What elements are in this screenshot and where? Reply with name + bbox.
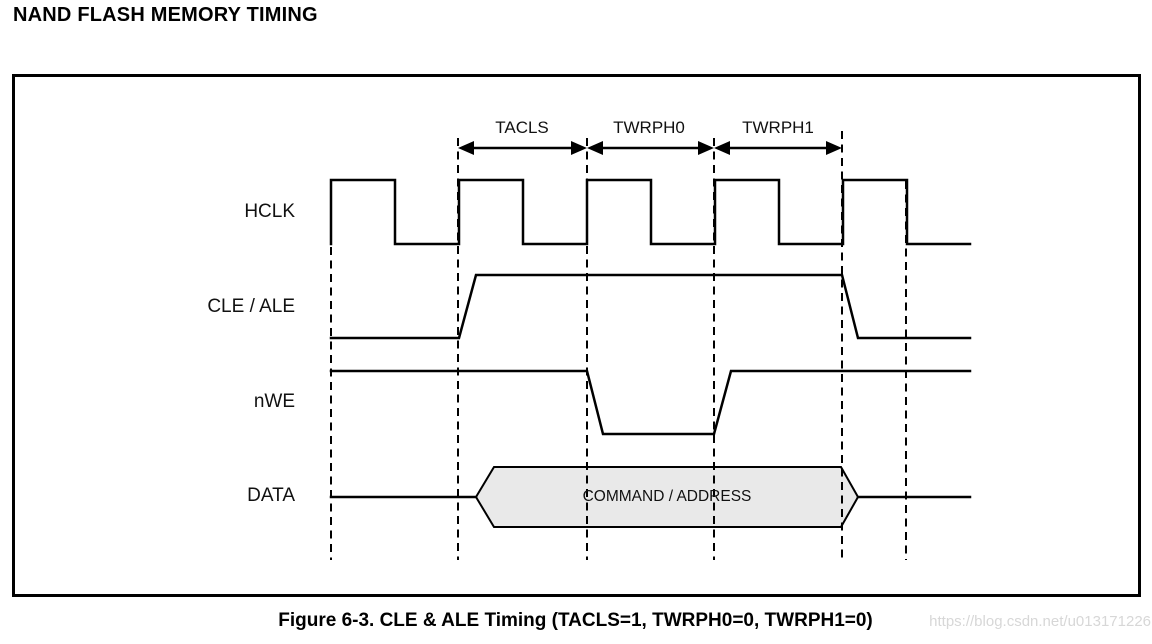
signal-trace-cle_ale xyxy=(329,273,972,340)
signal-label-hclk: HCLK xyxy=(244,201,295,222)
timing-label-twrph1: TWRPH1 xyxy=(742,118,814,137)
page-title: NAND FLASH MEMORY TIMING xyxy=(13,4,318,26)
arrowhead-left-icon xyxy=(714,141,730,155)
signal-trace-hclk xyxy=(329,178,972,246)
arrowhead-left-icon xyxy=(458,141,474,155)
signal-label-cle-ale: CLE / ALE xyxy=(207,296,295,317)
signal-label-nwe: nWE xyxy=(253,391,295,412)
timing-label-tacls: TACLS xyxy=(495,118,549,137)
arrowhead-right-icon xyxy=(826,141,842,155)
watermark-url: https://blog.csdn.net/u013171226 xyxy=(929,613,1151,630)
arrowhead-right-icon xyxy=(698,141,714,155)
timing-label-twrph0: TWRPH0 xyxy=(613,118,685,137)
signal-trace-nwe xyxy=(329,369,972,436)
figure-caption: Figure 6-3. CLE & ALE Timing (TACLS=1, T… xyxy=(278,610,873,631)
signal-label-data: DATA xyxy=(247,485,295,506)
arrowhead-right-icon xyxy=(571,141,587,155)
data-bubble-label: COMMAND / ADDRESS xyxy=(582,488,752,505)
arrowhead-left-icon xyxy=(587,141,603,155)
